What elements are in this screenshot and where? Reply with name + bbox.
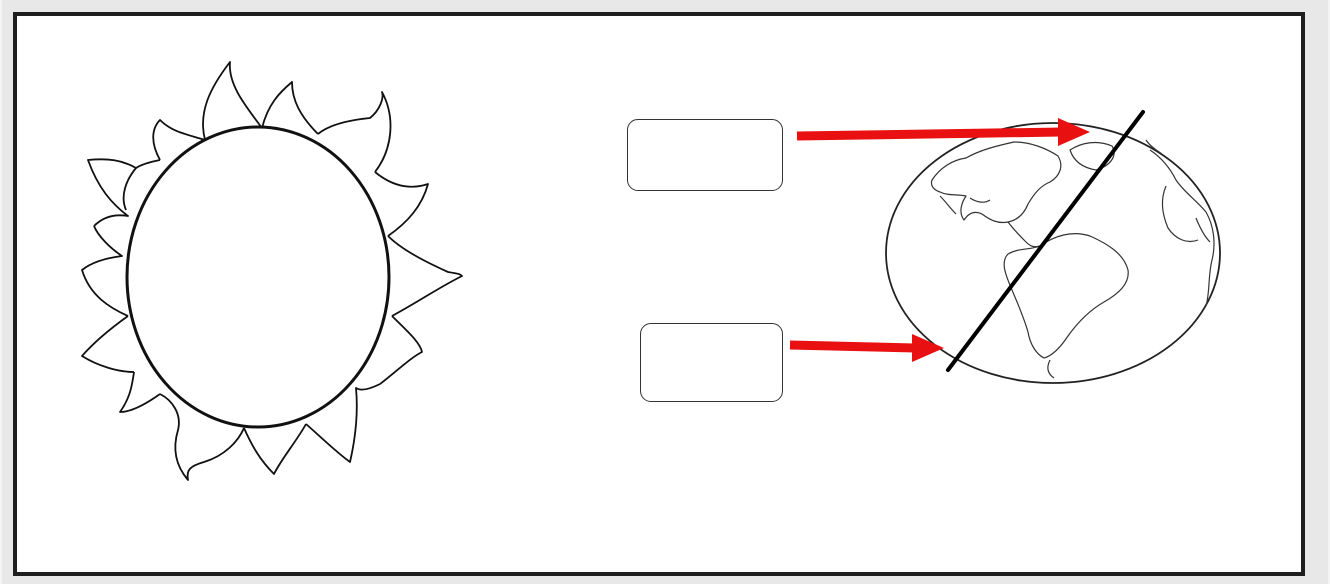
sun-ray-top-arrow <box>796 118 1090 146</box>
earth-icon <box>885 122 1221 384</box>
sun-disc <box>125 125 391 429</box>
label-box-bottom[interactable] <box>640 323 783 402</box>
label-box-top[interactable] <box>627 119 783 191</box>
earth-globe <box>885 122 1221 384</box>
sun-flames <box>81 61 463 481</box>
continents <box>930 139 1215 379</box>
earth-axis <box>946 110 1145 372</box>
sun-ray-bottom-arrow <box>789 334 944 362</box>
sun-icon <box>81 61 463 481</box>
